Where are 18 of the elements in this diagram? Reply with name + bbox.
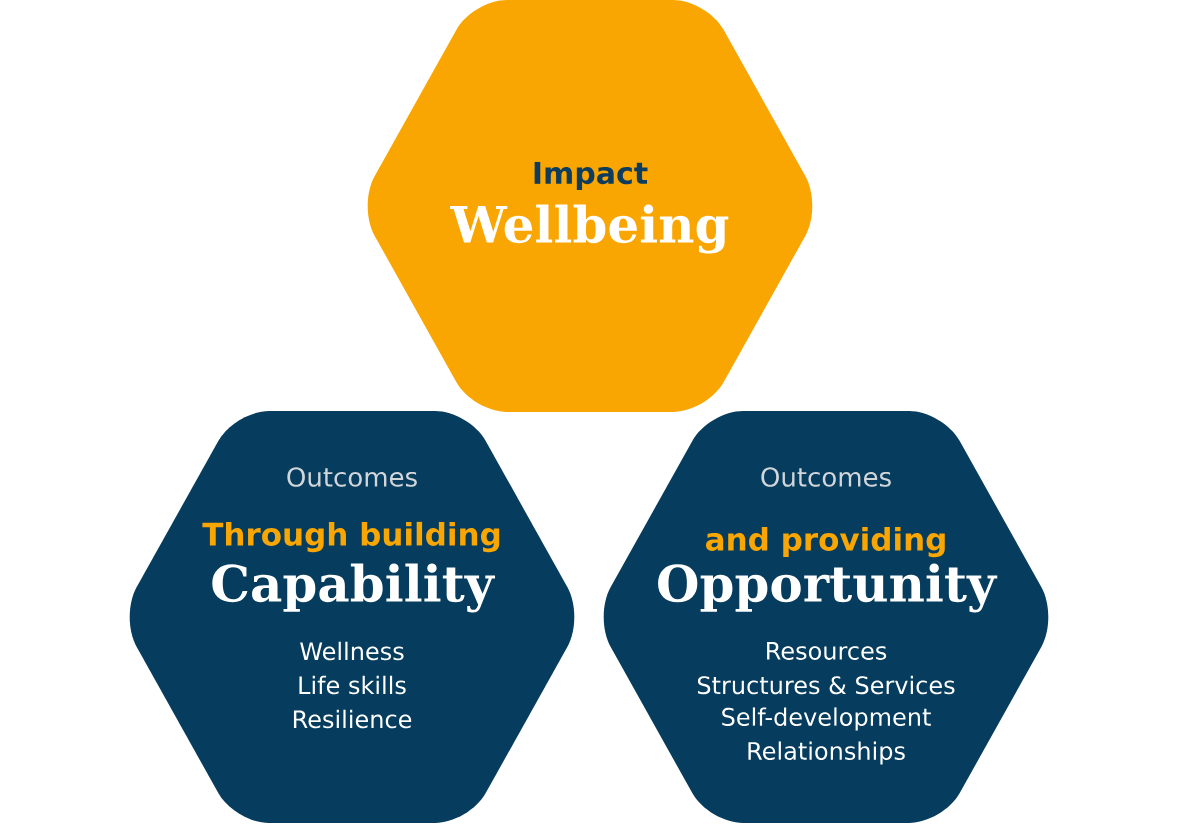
list-item: Relationships bbox=[748, 741, 905, 765]
list-item: Life skills bbox=[299, 675, 406, 695]
title-text: Capability bbox=[212, 563, 496, 613]
list-item: Resilience bbox=[293, 709, 412, 729]
subtitle-text: and providing bbox=[706, 526, 945, 558]
subtitle-text: Through building bbox=[202, 521, 500, 553]
hexagon bbox=[603, 411, 1049, 823]
title-text: Wellbeing bbox=[450, 204, 729, 254]
title-text: Opportunity bbox=[658, 563, 998, 613]
heading-text: Impact bbox=[534, 161, 648, 191]
hexagon bbox=[129, 411, 575, 823]
heading-text: Outcomes bbox=[287, 467, 417, 487]
list-item: Self-development bbox=[722, 707, 931, 731]
list-item: Resources bbox=[767, 642, 887, 660]
heading-text: Outcomes bbox=[761, 467, 891, 487]
list-item: Structures & Services bbox=[697, 675, 955, 695]
list-item: Wellness bbox=[300, 641, 404, 661]
hexagon bbox=[367, 0, 813, 412]
